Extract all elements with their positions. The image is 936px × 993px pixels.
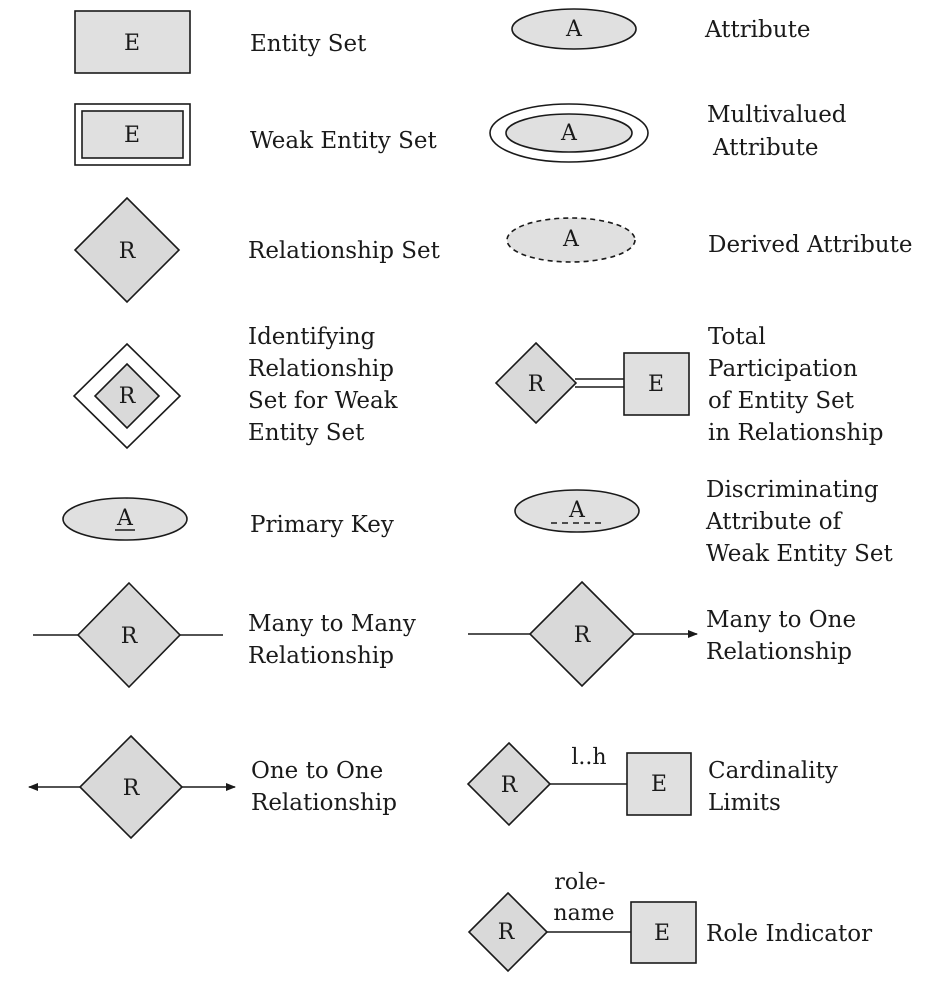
weak-entity-set-symbol: E	[74, 103, 191, 166]
label-line: Total	[708, 324, 766, 350]
weak-entity-letter: E	[124, 123, 140, 148]
label-line: Participation	[708, 356, 858, 382]
identifying-relationship-letter: R	[119, 384, 137, 409]
discriminating-attribute-label: Discriminating Attribute of Weak Entity …	[705, 477, 893, 567]
label-line: Many to Many	[248, 611, 416, 637]
role-name-line: name	[553, 901, 614, 926]
cardinality-limits-symbol: R E l..h	[466, 741, 692, 827]
label-line: in Relationship	[708, 420, 883, 446]
identifying-relationship-label: Identifying Relationship Set for Weak En…	[248, 324, 399, 446]
identifying-relationship-symbol: R	[72, 342, 182, 450]
cardinality-limits-label: Cardinality Limits	[708, 758, 838, 816]
role-entity-letter: E	[654, 921, 670, 946]
label-line: Discriminating	[706, 477, 879, 503]
multivalued-attribute-symbol: A	[489, 103, 649, 163]
label-line: Relationship	[248, 643, 394, 669]
discriminating-attribute-symbol: A	[514, 489, 640, 533]
many-to-one-label: Many to One Relationship	[706, 607, 856, 665]
label-line: Attribute	[712, 135, 818, 161]
relationship-set-label: Relationship Set	[248, 238, 441, 264]
primary-key-symbol: A	[62, 497, 188, 541]
many-to-many-label: Many to Many Relationship	[248, 611, 416, 669]
many-to-one-symbol: R	[468, 580, 698, 688]
relationship-letter: R	[119, 239, 137, 264]
primary-key-letter: A	[116, 506, 134, 531]
many-to-one-letter: R	[574, 623, 592, 648]
label-line: Cardinality	[708, 758, 838, 784]
one-to-one-letter: R	[123, 776, 141, 801]
label-line: Relationship	[251, 790, 397, 816]
label-line: of Entity Set	[708, 388, 855, 414]
label-line: Relationship	[248, 356, 394, 382]
entity-set-label: Entity Set	[250, 31, 367, 57]
role-indicator-label: Role Indicator	[706, 921, 872, 947]
label-line: Limits	[708, 790, 781, 816]
many-to-many-letter: R	[121, 624, 139, 649]
total-participation-relationship-letter: R	[528, 372, 546, 397]
multivalued-attribute-label: Multivalued Attribute	[707, 102, 847, 161]
primary-key-label: Primary Key	[250, 512, 394, 538]
entity-set-symbol: E	[74, 10, 191, 74]
role-relationship-letter: R	[498, 920, 516, 945]
role-name-line: role-	[554, 870, 605, 895]
cardinality-entity-letter: E	[651, 772, 667, 797]
label-line: Multivalued	[707, 102, 847, 128]
many-to-many-symbol: R	[33, 581, 223, 689]
entity-letter: E	[124, 31, 140, 56]
weak-entity-set-label: Weak Entity Set	[250, 128, 437, 154]
derived-attribute-label: Derived Attribute	[708, 232, 912, 258]
label-line: Many to One	[706, 607, 856, 633]
label-line: Identifying	[248, 324, 376, 350]
total-participation-symbol: R E	[494, 341, 690, 425]
total-participation-entity-letter: E	[648, 372, 664, 397]
derived-attribute-letter: A	[562, 227, 580, 252]
relationship-set-symbol: R	[73, 196, 181, 304]
label-line: Set for Weak	[248, 388, 399, 414]
role-indicator-symbol: R E role- name	[467, 870, 697, 973]
one-to-one-label: One to One Relationship	[251, 758, 397, 816]
attribute-symbol: A	[511, 8, 637, 50]
cardinality-relationship-letter: R	[501, 773, 519, 798]
label-line: One to One	[251, 758, 383, 784]
total-participation-label: Total Participation of Entity Set in Rel…	[708, 324, 883, 446]
label-line: Attribute of	[705, 509, 843, 535]
attribute-label: Attribute	[704, 17, 810, 43]
derived-attribute-symbol: A	[506, 217, 636, 263]
attribute-letter: A	[565, 17, 583, 42]
cardinality-range-label: l..h	[571, 745, 606, 770]
one-to-one-symbol: R	[28, 734, 236, 840]
label-line: Relationship	[706, 639, 852, 665]
label-line: Entity Set	[248, 420, 365, 446]
label-line: Weak Entity Set	[706, 541, 893, 567]
discriminating-attribute-letter: A	[568, 498, 586, 523]
multivalued-attribute-letter: A	[560, 121, 578, 146]
